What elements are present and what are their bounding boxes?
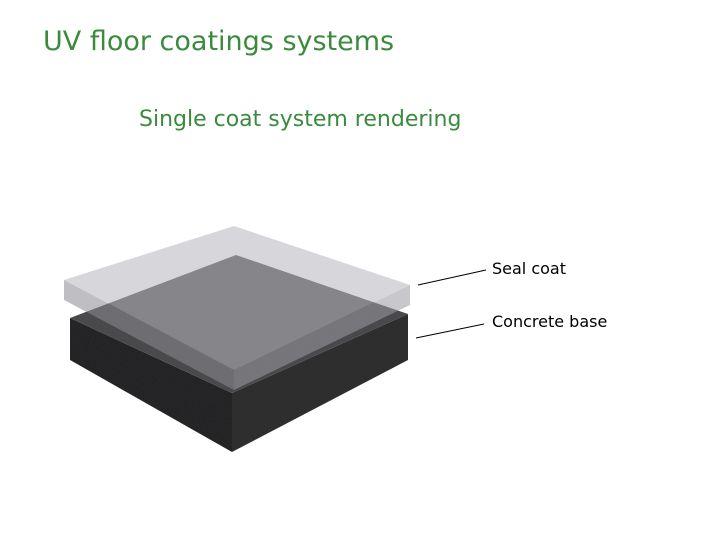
slide-subtitle: Single coat system rendering [139,107,462,132]
concrete-base-right-side [232,314,408,452]
slide-title: UV floor coatings systems [43,26,395,57]
seal-coat-layer [64,226,410,390]
seal-coat-top [64,226,410,370]
seal-coat-left-side [64,280,234,390]
seal-coat-leader-line [417,269,487,286]
concrete-base-left-side [70,318,232,452]
seal-coat-right-side [234,285,410,390]
seal-coat-label: Seal coat [492,259,566,278]
concrete-base-label: Concrete base [492,312,607,331]
concrete-base-leader-line [415,323,485,339]
